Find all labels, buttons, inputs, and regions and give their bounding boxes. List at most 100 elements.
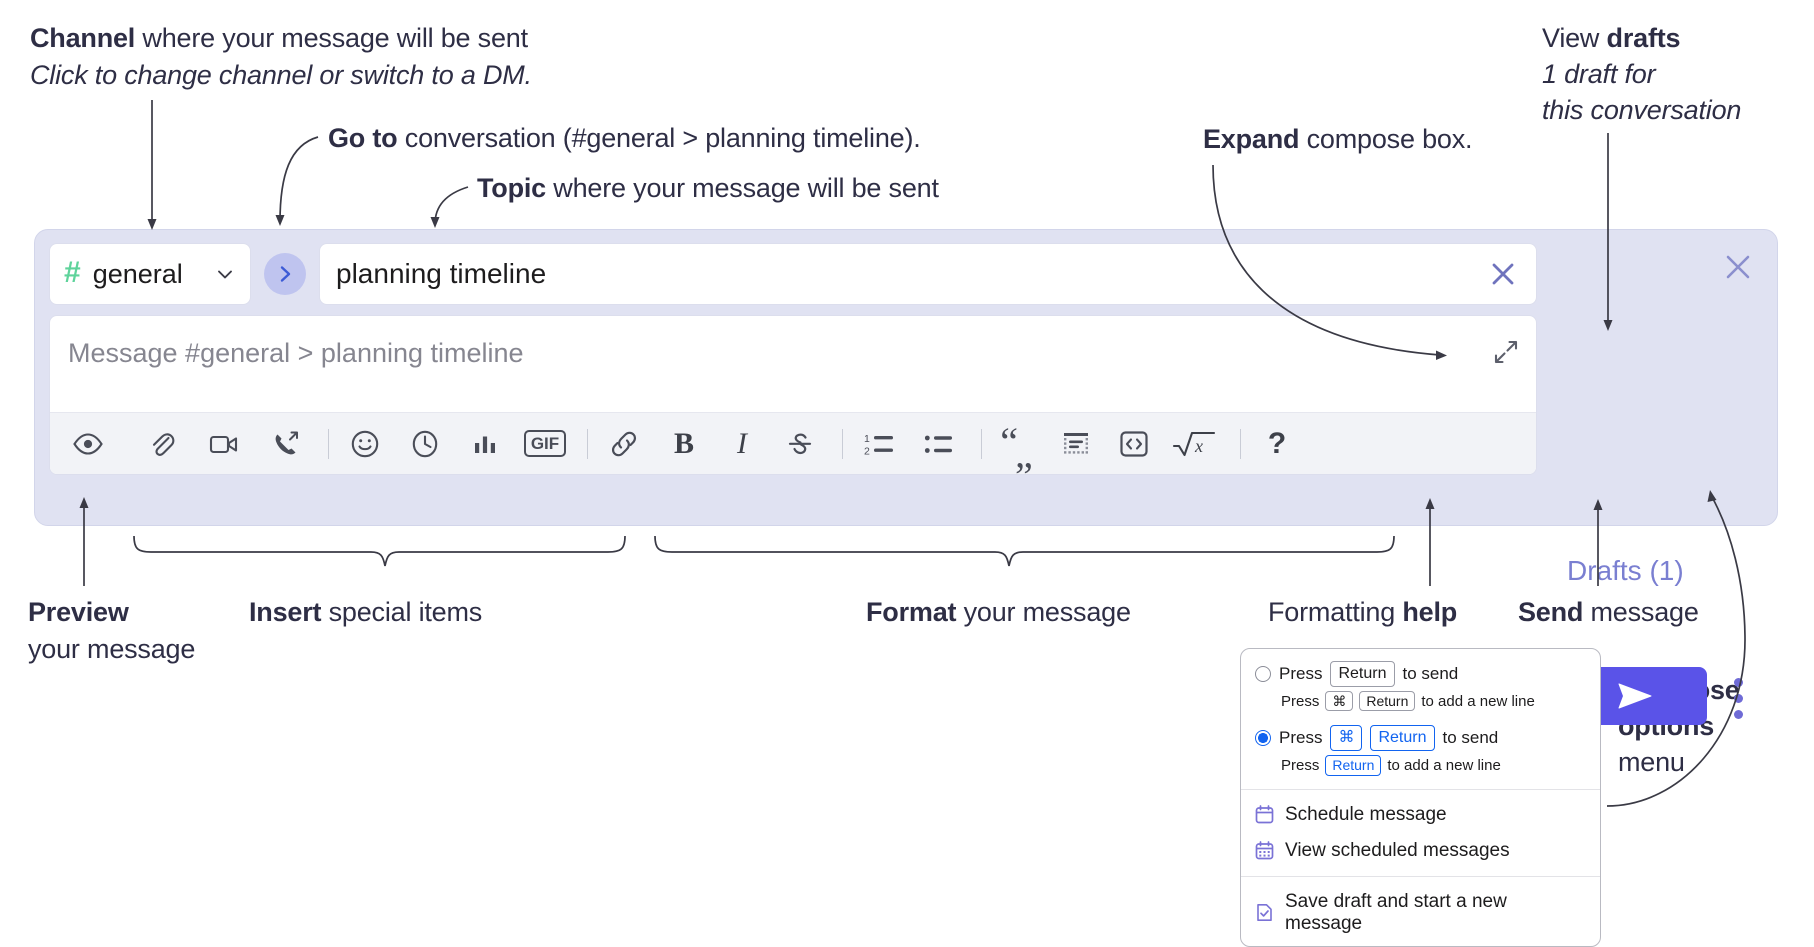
expand-compose-button[interactable] — [1492, 338, 1520, 366]
annotation-topic: Topic where your message will be sent — [477, 173, 939, 205]
video-icon[interactable] — [202, 422, 246, 466]
menu-item-label: Save draft and start a new message — [1285, 890, 1507, 934]
help-icon[interactable]: ? — [1255, 422, 1299, 466]
annotation-channel: Channel where your message will be sent … — [30, 23, 532, 92]
radio-unselected-icon[interactable] — [1255, 665, 1271, 682]
bold-label: B — [673, 426, 694, 460]
clock-icon[interactable] — [403, 422, 447, 466]
annotation-expand: Expand compose box. — [1203, 124, 1473, 156]
toolbar-divider — [842, 428, 843, 459]
annotation-help-pre: Formatting — [1268, 597, 1403, 627]
annotation-channel-bold: Channel — [30, 23, 136, 53]
kebab-dot — [1734, 694, 1743, 703]
menu-option2-sub-pre: Press — [1281, 757, 1320, 775]
annotation-expand-bold: Expand — [1203, 124, 1300, 154]
annotation-drafts-sub2: this conversation — [1542, 94, 1742, 125]
annotation-drafts-prefix: View — [1542, 23, 1607, 53]
bold-icon[interactable]: B — [662, 422, 706, 466]
menu-divider — [1241, 788, 1600, 790]
toolbar-divider — [1240, 428, 1241, 459]
menu-item-view-scheduled-messages[interactable]: View scheduled messages — [1241, 833, 1600, 869]
annotation-drafts-sub1: 1 draft for — [1542, 58, 1656, 89]
code-icon[interactable] — [1112, 422, 1156, 466]
annotation-drafts-bold: drafts — [1606, 23, 1681, 53]
annotation-help: Formatting help — [1268, 597, 1457, 629]
radio-selected-icon[interactable] — [1255, 730, 1271, 747]
formatting-toolbar: GIF B I — [50, 412, 1536, 474]
ordered-list-icon[interactable]: 1 2 — [857, 422, 901, 466]
annotation-goto: Go to conversation (#general > planning … — [328, 123, 921, 155]
kebab-dot — [1734, 678, 1743, 687]
annotation-send: Send message — [1518, 597, 1699, 629]
menu-option2-subtext: Press Return to add a new line — [1241, 751, 1600, 782]
toolbar-divider — [981, 428, 982, 459]
channel-selector[interactable]: # general — [49, 243, 251, 305]
menu-option2-post: to send — [1442, 728, 1499, 748]
annotation-compose-options-l3: menu — [1618, 746, 1685, 777]
menu-option1-sub-pre: Press — [1281, 692, 1320, 710]
message-input[interactable]: Message #general > planning timeline — [50, 316, 1536, 412]
kebab-dot — [1734, 710, 1743, 719]
blockquote-icon[interactable]: “„ — [1000, 418, 1033, 475]
calendar-icon — [1255, 805, 1274, 824]
italic-icon[interactable]: I — [720, 422, 764, 466]
audio-icon[interactable] — [264, 422, 308, 466]
toolbar-divider — [587, 428, 588, 459]
annotation-topic-bold: Topic — [477, 173, 546, 203]
svg-text:x: x — [1194, 436, 1203, 456]
menu-option1-sub-post: to add a new line — [1421, 692, 1535, 710]
annotation-goto-bold: Go to — [328, 123, 398, 153]
svg-text:1: 1 — [864, 433, 870, 445]
strikethrough-icon[interactable] — [778, 422, 822, 466]
annotation-drafts: View drafts 1 draft for this conversatio… — [1542, 23, 1741, 127]
annotation-send-rest: message — [1583, 597, 1699, 627]
annotation-insert: Insert special items — [249, 597, 482, 629]
compose-panel: # general planning timeline Message #gen… — [34, 229, 1778, 725]
annotation-channel-sub: Click to change channel or switch to a D… — [30, 59, 532, 90]
preview-icon[interactable] — [66, 422, 110, 466]
channel-name: general — [92, 258, 183, 289]
menu-option1-post: to send — [1402, 663, 1459, 683]
menu-divider — [1241, 875, 1600, 877]
menu-item-schedule-message[interactable]: Schedule message — [1241, 797, 1600, 833]
menu-option2-sub-post: to add a new line — [1387, 757, 1501, 775]
annotation-format-rest: your message — [956, 597, 1131, 627]
emoji-icon[interactable] — [343, 422, 387, 466]
help-label: ? — [1267, 426, 1287, 460]
annotation-help-bold: help — [1402, 597, 1458, 627]
menu-item-label: View scheduled messages — [1285, 839, 1510, 861]
calendar-grid-icon — [1255, 841, 1274, 860]
goto-conversation-button[interactable] — [264, 253, 306, 295]
menu-option2-sub-key: Return — [1325, 755, 1382, 776]
svg-text:2: 2 — [864, 445, 870, 457]
bulleted-list-icon[interactable] — [917, 422, 961, 466]
menu-item-label: Schedule message — [1285, 803, 1447, 825]
topic-field[interactable]: planning timeline — [319, 243, 1537, 305]
menu-radio-return-to-send[interactable]: Press Return to send — [1241, 655, 1600, 687]
toolbar-divider — [328, 428, 329, 459]
attachment-icon[interactable] — [140, 422, 184, 466]
compose-inner: # general planning timeline Message #gen… — [49, 243, 1537, 475]
hash-icon: # — [64, 256, 81, 289]
latex-icon[interactable]: x — [1168, 422, 1220, 466]
compose-header-row: # general planning timeline — [49, 243, 1537, 305]
annotation-goto-rest: conversation (#general > planning timeli… — [397, 123, 921, 153]
menu-item-save-draft[interactable]: Save draft and start a new message — [1241, 884, 1600, 946]
menu-option2-pre: Press — [1279, 728, 1323, 748]
code-block-icon[interactable] — [1054, 422, 1098, 466]
compose-options-button[interactable] — [1734, 678, 1743, 719]
annotation-send-bold: Send — [1518, 597, 1584, 627]
gif-icon[interactable]: GIF — [523, 422, 567, 466]
close-panel-button[interactable] — [1721, 250, 1755, 284]
annotation-preview-sub: your message — [28, 633, 196, 664]
clear-topic-button[interactable] — [1486, 257, 1520, 291]
menu-option1-subtext: Press ⌘ Return to add a new line — [1241, 687, 1600, 718]
annotation-expand-rest: compose box. — [1299, 124, 1473, 154]
poll-icon[interactable] — [463, 422, 507, 466]
topic-value: planning timeline — [336, 258, 547, 289]
menu-radio-cmd-return-to-send[interactable]: Press ⌘ Return to send — [1241, 717, 1600, 752]
menu-option2-key1: ⌘ — [1330, 725, 1363, 752]
drafts-link[interactable]: Drafts (1) — [1567, 555, 1684, 586]
link-icon[interactable] — [602, 422, 646, 466]
annotation-format-bold: Format — [866, 597, 957, 627]
